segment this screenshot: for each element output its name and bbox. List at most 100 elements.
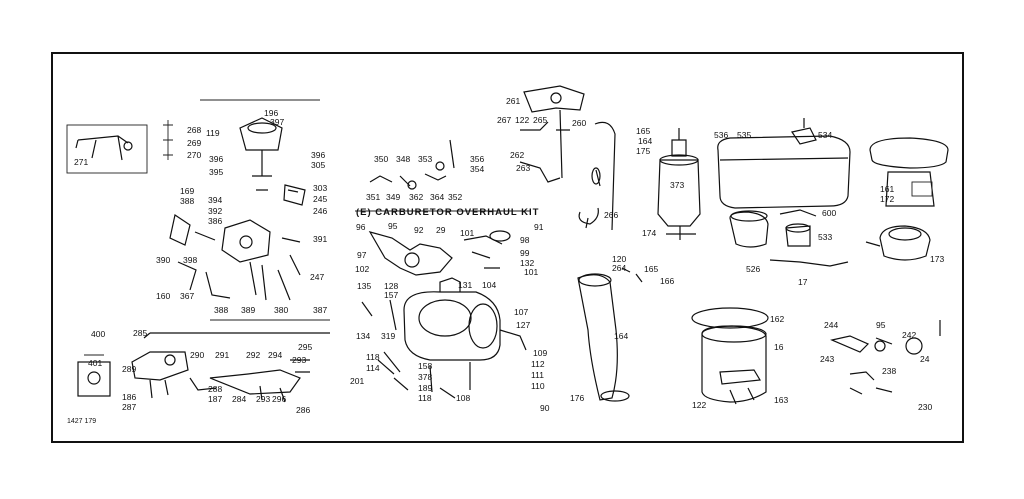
- part-label: 352: [448, 192, 462, 202]
- part-label: 24: [920, 354, 930, 364]
- part-label: 268: [187, 125, 201, 135]
- part-label: 267: [497, 115, 511, 125]
- part-label: 387: [313, 305, 327, 315]
- part-label: 134: [356, 331, 370, 341]
- part-label: 95: [876, 320, 886, 330]
- part-label: 362: [409, 192, 423, 202]
- part-label: 118: [418, 393, 432, 403]
- fuel-pump-group: [519, 85, 616, 231]
- part-label: 388: [180, 196, 194, 206]
- part-label: 122: [515, 115, 529, 125]
- part-label: 165: [636, 126, 650, 136]
- part-label: 164: [614, 331, 628, 341]
- part-label: 127: [516, 320, 530, 330]
- part-label: 110: [531, 381, 545, 391]
- part-label: 201: [350, 376, 364, 386]
- part-label: 303: [313, 183, 327, 193]
- part-label: 131: [458, 280, 472, 290]
- part-label: 165: [644, 264, 658, 274]
- part-label: 364: [430, 192, 444, 202]
- inset-box-271: [66, 124, 148, 174]
- catalog-code: 1427 179: [67, 418, 96, 425]
- air-cleaner-group: [717, 118, 949, 267]
- air-cleaner-600: [869, 137, 949, 169]
- part-label: 245: [313, 194, 327, 204]
- part-label: 390: [156, 255, 170, 265]
- part-label: 161: [880, 184, 894, 194]
- filter-cup: [729, 211, 769, 248]
- part-label: 122: [692, 400, 706, 410]
- carburetor-group: [355, 139, 530, 399]
- part-label: 104: [482, 280, 496, 290]
- part-label: 389: [241, 305, 255, 315]
- part-label: 349: [386, 192, 400, 202]
- part-label: 90: [540, 403, 550, 413]
- part-label: 378: [418, 372, 432, 382]
- part-label: 98: [520, 235, 530, 245]
- part-label: 386: [208, 216, 222, 226]
- part-label: 348: [396, 154, 410, 164]
- part-label: 243: [820, 354, 834, 364]
- part-label: 112: [531, 359, 545, 369]
- part-label: 163: [774, 395, 788, 405]
- fuel-pump-261: [523, 85, 585, 113]
- part-label: 534: [818, 130, 832, 140]
- part-label: 271: [74, 157, 88, 167]
- part-label: 289: [122, 364, 136, 374]
- linkage-part-271: [75, 135, 129, 161]
- part-label: 291: [215, 350, 229, 360]
- part-label: 173: [930, 254, 944, 264]
- part-label: 287: [122, 402, 136, 412]
- part-label: 186: [122, 392, 136, 402]
- part-label: 294: [268, 350, 282, 360]
- part-label: 290: [190, 350, 204, 360]
- part-label: 158: [418, 361, 432, 371]
- part-label: 265: [533, 115, 547, 125]
- part-label: 246: [313, 206, 327, 216]
- fuel-hose-164: [577, 274, 618, 401]
- part-label: 350: [374, 154, 388, 164]
- part-label: 91: [534, 222, 544, 232]
- carburetor-top: [368, 231, 453, 276]
- part-label: 266: [604, 210, 618, 220]
- diagram-border: [51, 52, 964, 443]
- carburetor-labels: 350 348 353 356 354 351 349 362 364 352 …: [350, 154, 550, 413]
- part-label: 230: [918, 402, 932, 412]
- part-label: 102: [355, 264, 369, 274]
- muffler-group: [691, 307, 941, 405]
- part-label: 398: [183, 255, 197, 265]
- part-label: 319: [381, 331, 395, 341]
- part-label: 128: [384, 281, 398, 291]
- governor-housing: [221, 219, 271, 263]
- part-label: 285: [133, 328, 147, 338]
- muffler-ring: [691, 307, 769, 329]
- part-label: 238: [882, 366, 896, 376]
- part-label: 262: [510, 150, 524, 160]
- part-label: 380: [274, 305, 288, 315]
- part-label: 118: [366, 352, 380, 362]
- part-label: 373: [670, 180, 684, 190]
- part-label: 264: [612, 263, 626, 273]
- part-label: 189: [418, 383, 432, 393]
- part-label: 16: [774, 342, 784, 352]
- part-label: 351: [366, 192, 380, 202]
- part-label: 270: [187, 150, 201, 160]
- part-label: 261: [506, 96, 520, 106]
- fuel-filter-group: [577, 128, 701, 402]
- kit-title: (E) CARBURETOR OVERHAUL KIT: [356, 207, 539, 218]
- part-label: 392: [208, 206, 222, 216]
- part-label: 99: [520, 248, 530, 258]
- part-label: 164: [638, 136, 652, 146]
- part-label: 600: [822, 208, 836, 218]
- part-label: 394: [208, 195, 222, 205]
- part-label: 293: [292, 355, 306, 365]
- throttle-linkage-labels: 400 285 401 290 291 292 294 295 293 289 …: [67, 328, 312, 425]
- part-label: 400: [91, 329, 105, 339]
- part-label: 396: [209, 154, 223, 164]
- part-label: 356: [470, 154, 484, 164]
- bracket-401: [77, 361, 111, 397]
- part-label: 97: [357, 250, 367, 260]
- part-label: 396: [311, 150, 325, 160]
- part-label: 196: [264, 108, 278, 118]
- fuel-tank-cover: [717, 135, 851, 209]
